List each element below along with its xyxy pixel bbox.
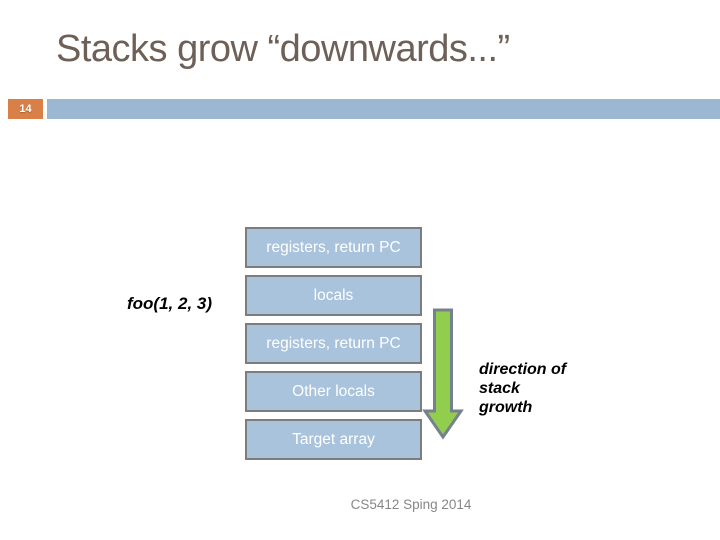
down-arrow-icon bbox=[422, 308, 464, 440]
stack-box-label: registers, return PC bbox=[266, 334, 401, 352]
footer-text: CS5412 Sping 2014 bbox=[350, 497, 472, 512]
stack-box-label: locals bbox=[313, 286, 354, 304]
stack-box-other-locals: Other locals bbox=[245, 371, 422, 412]
stack-box-label: Target array bbox=[292, 430, 375, 448]
stack-box-registers-return-pc-1: registers, return PC bbox=[245, 227, 422, 268]
stack-frame-call-label: foo(1, 2, 3) bbox=[127, 294, 213, 313]
arrow-caption-line: growth bbox=[479, 399, 533, 416]
arrow-caption-line: direction of bbox=[479, 361, 567, 378]
stack-box-label: registers, return PC bbox=[266, 238, 401, 256]
stack-box-registers-return-pc-2: registers, return PC bbox=[245, 323, 422, 364]
stack-diagram: registers, return PC locals registers, r… bbox=[245, 227, 422, 467]
arrow-caption: direction of stack growth bbox=[479, 360, 566, 417]
slide-title: Stacks grow “downwards...” bbox=[56, 28, 510, 70]
stack-box-target-array: Target array bbox=[245, 419, 422, 460]
stack-box-locals: locals bbox=[245, 275, 422, 316]
header-bar bbox=[47, 99, 720, 119]
stack-box-label: Other locals bbox=[292, 382, 375, 400]
slide-number-badge: 14 bbox=[8, 99, 43, 119]
arrow-caption-line: stack bbox=[479, 380, 520, 397]
